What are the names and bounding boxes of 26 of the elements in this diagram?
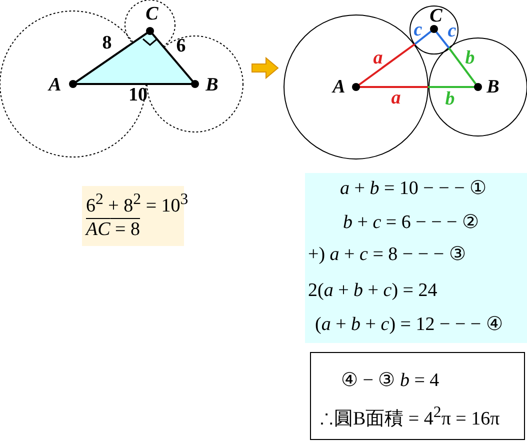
point-label: C (146, 4, 158, 24)
radius-label: c (448, 22, 456, 40)
result-box (310, 352, 525, 440)
point-label: A (48, 76, 62, 94)
equation: 6$^{2}$ + 8$^{2}$ = 10$^{3}$ (86, 192, 188, 216)
side-length-label: 6 (176, 36, 186, 56)
point-label: B (206, 76, 218, 94)
point-label: C (430, 6, 442, 26)
equation: 2(a + b + c) = 24 (308, 281, 438, 300)
equation: (a + b + c) = 12 − − − ④ (315, 315, 503, 334)
equation: AC = 8 (86, 220, 140, 239)
radius-label: c (414, 20, 422, 40)
equation: ④ − ③ b = 4 (341, 371, 440, 390)
equation: a + b = 10 − − − ① (340, 179, 487, 198)
side-length-label: 10 (128, 86, 148, 104)
radius-label: b (445, 90, 455, 108)
equation: b + c = 6 − − − ② (343, 213, 480, 232)
radius-label: a (391, 88, 401, 108)
point-label: B (486, 78, 500, 96)
radius-label: b (465, 48, 475, 68)
side-length-label: 8 (102, 34, 112, 52)
radius-label: a (373, 48, 383, 68)
equation: +) a + c = 8 − − − ③ (308, 245, 466, 264)
equation-panel (305, 173, 527, 343)
equation: ∴圓B面積 = 4$^{2}$π = 16π (319, 405, 500, 428)
point-label: A (332, 78, 346, 96)
